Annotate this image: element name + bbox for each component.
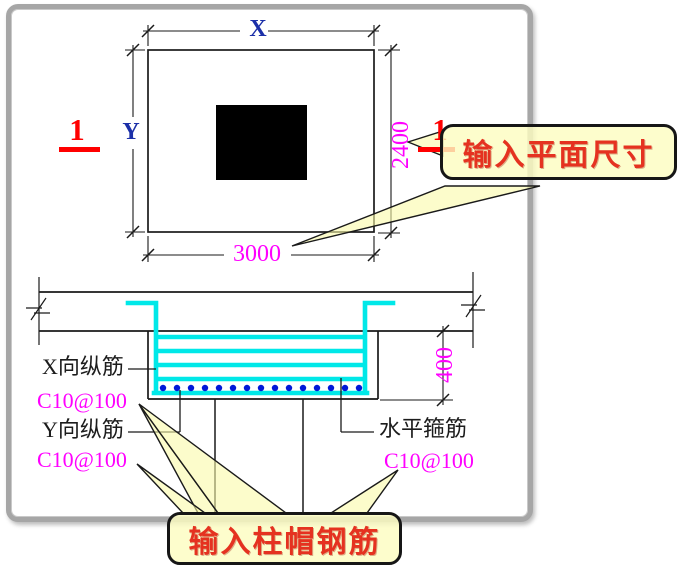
plan-view (125, 24, 400, 262)
drawing-panel (6, 4, 533, 522)
section-mark-left-underline (59, 147, 100, 152)
section-mark-left: 1 (69, 112, 85, 147)
dim-3000-text: 3000 (233, 241, 281, 267)
plan-x-axis-label: X (249, 16, 267, 42)
callout-cap-rebar: 输入柱帽钢筋 (167, 512, 402, 565)
dim-400-line (380, 324, 453, 407)
section-view (26, 272, 485, 514)
triangle-to-3000 (291, 185, 541, 247)
dim-y (125, 43, 145, 239)
triangle-to-stirrup-spec (328, 469, 399, 514)
column-plan-section (216, 105, 307, 180)
dim-x (141, 24, 381, 46)
y-bars-label: Y向纵筋 (42, 417, 124, 442)
triangle-to-x-spec-b (138, 403, 289, 514)
stirrup-label: 水平箍筋 (379, 416, 468, 441)
section-mark-right-underline (418, 147, 455, 152)
rebar-dots-blue (159, 384, 363, 392)
cap-rebar-cyan (125, 300, 396, 396)
rebar-hook-left (125, 300, 159, 394)
dim-3000-line (141, 236, 381, 262)
x-bars-spec: C10@100 (37, 388, 127, 413)
dim-2400-text: 2400 (388, 121, 414, 169)
break-symbol-left (26, 297, 50, 321)
plan-y-axis-label: Y (122, 119, 140, 145)
break-symbol-right (461, 294, 485, 318)
y-bars-spec: C10@100 (37, 447, 127, 472)
callout-leader-triangles (136, 130, 541, 514)
cap-section-outline (147, 331, 379, 400)
cap-plan-outline (147, 49, 375, 233)
leader-stirrups (340, 378, 374, 433)
dim-2400-line (378, 43, 400, 240)
rebar-hook-right (362, 300, 396, 394)
dim-400-text: 400 (432, 347, 458, 383)
x-bars-label: X向纵筋 (42, 354, 124, 379)
callout-plan-size: 输入平面尺寸 (440, 124, 677, 180)
stirrup-spec: C10@100 (384, 448, 474, 473)
